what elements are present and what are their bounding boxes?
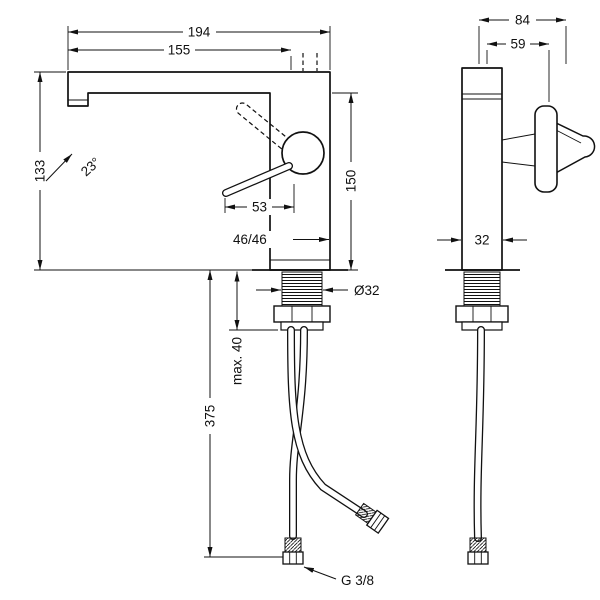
handle-pivot (281, 131, 325, 175)
front-view: 84 59 32 (437, 12, 596, 565)
dim-hose-length-label: 375 (203, 405, 218, 428)
supply-hoses (287, 326, 368, 540)
dim-hose-length: 375 (202, 270, 284, 558)
dim-spout-reach-label: 155 (168, 43, 191, 58)
hose-connector-bottom (282, 537, 304, 565)
threaded-shank-side (273, 271, 331, 331)
dim-overall-width-label: 84 (515, 13, 531, 28)
connection-thread-label: G 3/8 (341, 573, 374, 588)
dim-total-projection: 194 (67, 24, 331, 70)
handle-lever (222, 162, 293, 197)
annotation-connection-thread: G 3/8 (303, 566, 374, 588)
handle-lever-front (549, 118, 596, 177)
dim-spout-reach: 155 (68, 42, 292, 70)
dim-overall-width: 84 (478, 12, 567, 64)
dim-max-deck-thickness-label: max. 40 (230, 337, 245, 385)
dim-spout-height-label: 133 (33, 160, 48, 183)
side-view: 194 155 133 23° 53 (31, 24, 390, 588)
supply-hose-front (473, 326, 485, 542)
dim-max-deck-thickness: max. 40 (229, 271, 278, 385)
cartridge-hidden-lines (302, 53, 318, 71)
spout-angle-label: 23° (78, 154, 103, 179)
dim-handle-offset: 59 (486, 36, 550, 102)
comfort-zone-label: 46/46 (233, 232, 267, 247)
threaded-shank-front (455, 271, 509, 331)
dim-body-height-label: 150 (344, 170, 359, 193)
dim-body-height: 150 (332, 92, 361, 271)
handle-block-front (534, 105, 558, 193)
dim-body-width: 32 (437, 233, 527, 248)
handle-front (501, 105, 596, 193)
dim-shank-diameter: Ø32 (256, 283, 380, 298)
dim-shank-diameter-label: Ø32 (354, 283, 380, 298)
hose-connector-front (467, 537, 489, 565)
dim-body-width-label: 32 (474, 233, 489, 248)
dim-handle-offset-label: 59 (510, 37, 525, 52)
dim-lever-reach: 53 (224, 184, 295, 215)
annotation-spout-angle: 23° (45, 153, 103, 182)
dim-spout-height: 133 (31, 71, 256, 271)
dim-total-projection-label: 194 (188, 25, 211, 40)
hose-connector-angled (354, 502, 390, 535)
dim-lever-reach-label: 53 (252, 200, 267, 215)
annotation-comfort-zone: 46/46 (229, 231, 329, 248)
